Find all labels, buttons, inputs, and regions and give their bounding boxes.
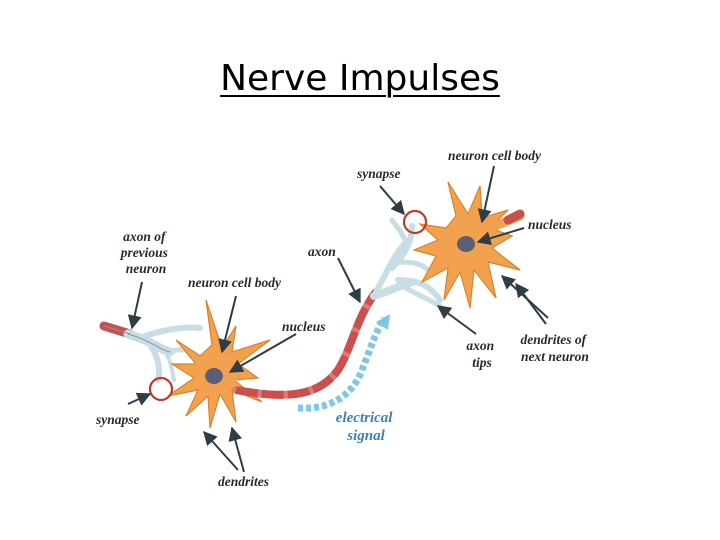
label-neuron-cell-body-left: neuron cell body (188, 275, 282, 290)
label-dendrites-of-next-neuron: dendrites of next neuron (521, 332, 590, 364)
label-electrical-signal: electrical signal (336, 410, 396, 444)
electrical-signal-arrow (297, 314, 390, 412)
page-title: Nerve Impulses (220, 58, 500, 99)
previous-axon-terminals (99, 321, 203, 383)
right-synapse-circle (402, 209, 428, 235)
label-axon: axon (308, 244, 336, 259)
left-nucleus (205, 368, 223, 384)
label-nucleus-left: nucleus (282, 319, 326, 334)
axon-terminals (370, 217, 443, 309)
label-synapse-left: synapse (95, 412, 140, 427)
left-neuron-cell-body (167, 299, 271, 429)
label-synapse-right: synapse (356, 166, 401, 181)
right-nucleus (457, 236, 475, 252)
label-dendrites: dendrites (218, 474, 269, 489)
label-axon-tips: axon tips (466, 338, 497, 370)
label-nucleus-right: nucleus (528, 217, 572, 232)
axon (232, 288, 380, 399)
label-axon-of-previous-neuron: axon of previous neuron (120, 229, 172, 276)
left-synapse-circle (148, 376, 174, 402)
pointer-arrows (127, 165, 549, 473)
label-neuron-cell-body-right: neuron cell body (448, 148, 542, 163)
